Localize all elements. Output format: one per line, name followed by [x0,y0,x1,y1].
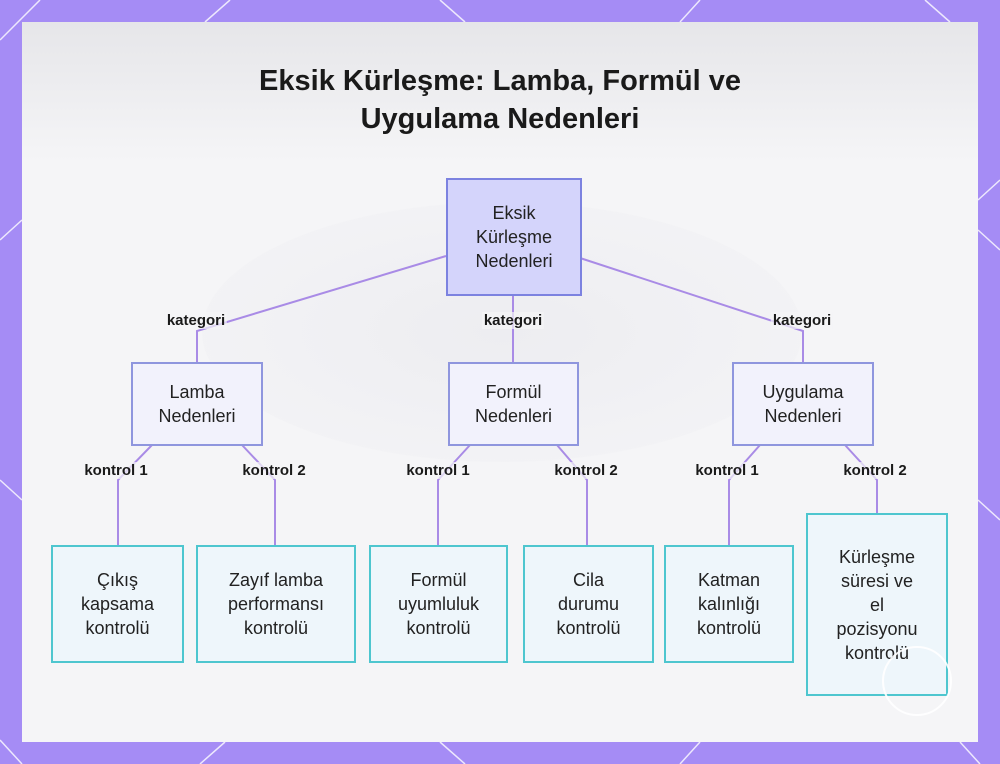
leaf-label: Zayıf lamba performansı kontrolü [227,570,325,638]
leaf-node: Formül uyumluluk kontrolü [369,545,508,663]
category-node-lamba: Lamba Nedenleri [131,362,263,446]
category-label: Uygulama Nedenleri [762,382,844,426]
leaf-node: Katman kalınlığı kontrolü [664,545,794,663]
edge-label-kontrol-2: kontrol 2 [240,462,308,479]
edge-label-kategori: kategori [164,312,228,329]
edge-uygulama-leaf1 [728,444,761,545]
edge-label-kontrol-2: kontrol 2 [841,462,909,479]
edge-label-kategori: kategori [770,312,834,329]
category-node-formul: Formül Nedenleri [448,362,579,446]
leaf-node: Cila durumu kontrolü [523,545,654,663]
leaf-label: Katman kalınlığı kontrolü [696,570,762,638]
edge-uygulama-leaf2 [844,444,878,513]
leaf-node: Çıkış kapsama kontrolü [51,545,184,663]
edge-formul-leaf2 [556,444,588,545]
category-node-uygulama: Uygulama Nedenleri [732,362,874,446]
edge-root-lamba [196,255,447,362]
root-node: Eksik Kürleşme Nedenleri [446,178,582,296]
edge-label-kategori: kategori [481,312,545,329]
category-label: Lamba Nedenleri [158,382,236,426]
leaf-label: Formül uyumluluk kontrolü [397,570,480,638]
root-node-label: Eksik Kürleşme Nedenleri [475,203,553,271]
category-label: Formül Nedenleri [474,382,553,426]
edge-label-kontrol-2: kontrol 2 [552,462,620,479]
diagram-title: Eksik Kürleşme: Lamba, Formül ve Uygulam… [259,65,741,135]
leaf-node: Zayıf lamba performansı kontrolü [196,545,356,663]
leaf-label: Çıkış kapsama kontrolü [80,570,155,638]
edge-lamba-leaf1 [117,444,153,545]
edge-label-kontrol-1: kontrol 1 [82,462,150,479]
watermark-logo [882,646,952,716]
background-blur [22,22,978,162]
edge-root-uygulama [579,257,804,362]
edge-label-kontrol-1: kontrol 1 [693,462,761,479]
leaf-label: Cila durumu kontrolü [556,570,621,638]
edge-formul-leaf1 [437,444,471,545]
leaf-label: Kürleşme süresi ve el pozisyonu kontrolü [836,546,918,663]
edge-lamba-leaf2 [241,444,276,545]
edge-label-kontrol-1: kontrol 1 [404,462,472,479]
